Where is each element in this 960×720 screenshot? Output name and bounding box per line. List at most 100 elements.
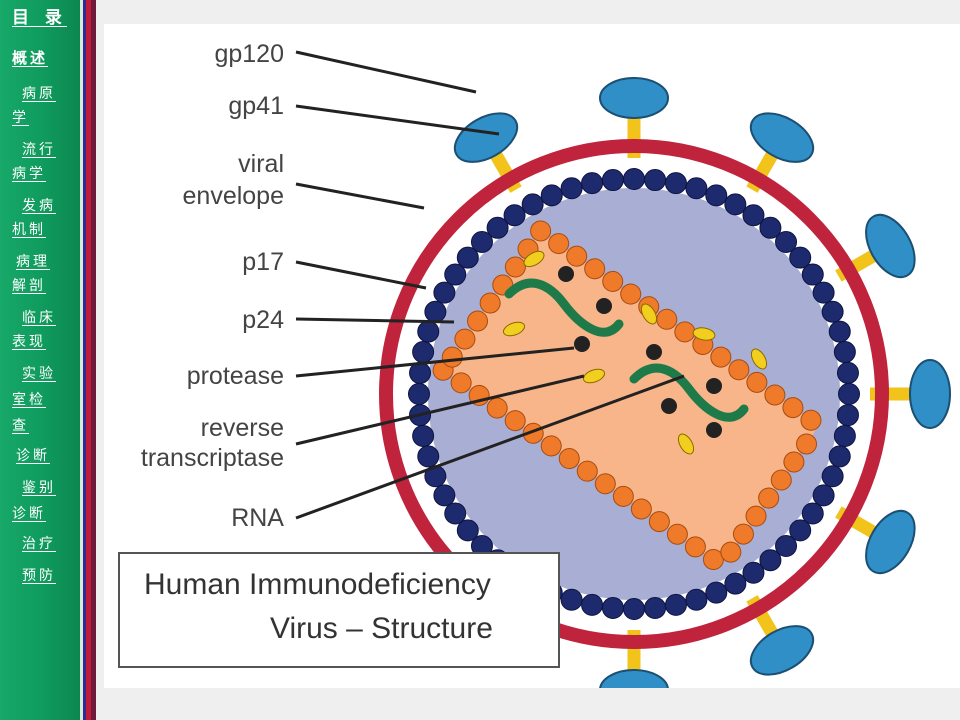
p17-bead [456,519,479,542]
p17-bead [623,598,645,620]
caption-line2: Virus – Structure [270,612,493,645]
gp120-knob [453,112,519,163]
p17-bead [789,519,812,542]
p17-bead [724,572,747,595]
p17-bead [838,383,860,405]
p17-bead [623,168,645,190]
p24-bead [576,460,598,482]
p24-bead [620,283,642,305]
viral-envelope [379,139,889,649]
p24-bead [758,487,780,509]
p24-bead [504,410,526,432]
p24-bead [656,308,678,330]
nav-item-treatment[interactable]: 治疗 [22,536,56,552]
sidebar-nav [0,0,80,720]
gp120-knob [865,509,916,575]
p17-bead [424,300,447,323]
hiv-structure-diagram: gp120 gp41 viral envelope p17 p24 protea… [141,40,951,688]
p17-bead [759,549,782,572]
label-envelope-line1: viral [238,150,284,178]
capsid-core [447,234,816,562]
p24-bead [674,321,696,343]
p17-bead [644,169,667,192]
nav-item-pathogenesis-1[interactable]: 发病 [22,198,56,214]
slide-content: gp120 gp41 viral envelope p17 p24 protea… [104,24,960,688]
p24-bead [684,536,706,558]
p24-bead [745,505,767,527]
p17-bead [833,424,856,447]
p24-bead [504,256,526,278]
p24-bead [796,433,818,455]
label-rna: RNA [231,504,284,532]
p17-bead [724,193,747,216]
caption-box: Human Immunodeficiency Virus – Structure [118,552,560,668]
label-protease: protease [187,362,284,390]
p24-bead [594,473,616,495]
p24-bead [558,448,580,470]
nav-item-differential-1[interactable]: 鉴别 [22,480,56,496]
p24-bead [770,469,792,491]
nav-item-lab-1[interactable]: 实验 [22,366,56,382]
gp120-knob [599,77,669,119]
p17-bead [433,484,456,507]
nav-title[interactable]: 目 录 [12,8,67,28]
p17-bead [444,502,467,525]
gp120-knob [599,669,669,688]
nav-item-prevention[interactable]: 预防 [22,568,56,584]
p17-bead [775,535,798,558]
p24-bead [584,258,606,280]
p24-bead [666,523,688,545]
nav-item-clinical-1[interactable]: 临床 [22,310,56,326]
p17-bead [801,263,824,286]
p24-bead [783,451,805,473]
p17-bead [828,445,851,468]
p17-bead [775,230,798,253]
p17-bead [601,596,624,619]
nav-item-lab-2[interactable]: 室检 [12,392,46,408]
p24-bead [486,397,508,419]
nav-item-lab-3[interactable]: 查 [12,418,29,434]
p17-bead [759,216,782,239]
nav-item-clinical-2[interactable]: 表现 [12,334,46,350]
label-reverse-transcriptase-line1: reverse [201,414,284,442]
nav-item-pathogenesis-2[interactable]: 机制 [12,222,46,238]
nav-item-epidemiology-2[interactable]: 病学 [12,166,46,182]
nav-item-pathology-2[interactable]: 解剖 [12,278,46,294]
p17-bead [836,361,859,384]
label-p17: p17 [242,248,284,276]
p17-bead [503,204,526,227]
p24-bead [710,346,732,368]
p24-bead [728,359,750,381]
p17-bead [412,341,435,364]
p17-bead [742,204,765,227]
p24-bead [746,371,768,393]
p24-bead [548,233,570,255]
p17-bead [456,246,479,269]
nav-item-etiology-2[interactable]: 学 [12,110,29,126]
nav-item-etiology-1[interactable]: 病原 [22,86,56,102]
label-p24: p24 [242,306,284,334]
label-gp120: gp120 [214,40,284,68]
p17-bead [601,169,624,192]
p24-bead [630,498,652,520]
nav-item-overview[interactable]: 概述 [12,49,49,67]
p17-bead [685,177,708,200]
label-envelope-line2: envelope [183,182,284,210]
nav-item-diagnosis[interactable]: 诊断 [16,448,50,464]
nav-item-differential-2[interactable]: 诊断 [12,506,46,522]
gp120-knob [909,359,951,429]
p24-bead [720,541,742,563]
label-reverse-transcriptase-line2: transcriptase [141,444,284,472]
p24-bead [800,409,822,431]
p24-bead [530,220,552,242]
nav-item-epidemiology-1[interactable]: 流行 [22,142,56,158]
p24-bead [602,270,624,292]
nav-item-pathology-1[interactable]: 病理 [16,254,50,270]
p24-bead [450,372,472,394]
p17-bead [470,230,493,253]
p24-bead [479,292,501,314]
p17-bead [408,383,430,405]
p24-bead [566,245,588,267]
p17-bead [836,404,859,427]
p24-bead [702,548,724,570]
